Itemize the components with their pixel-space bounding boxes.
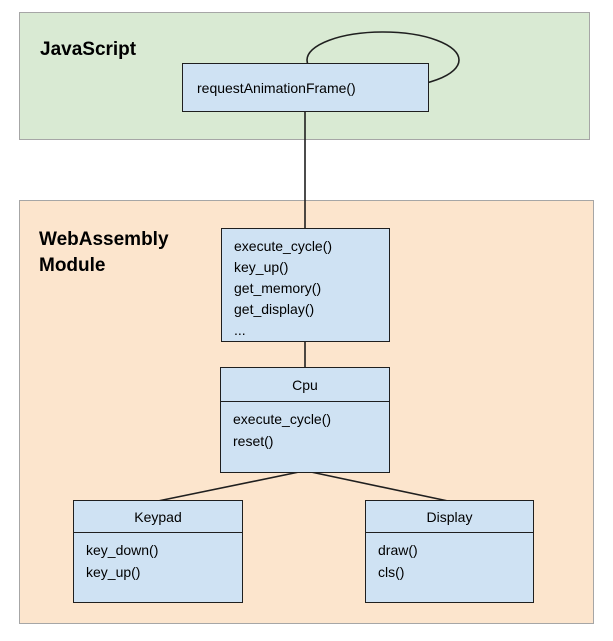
node-wasm-api: execute_cycle() key_up() get_memory() ge… [221, 228, 390, 342]
node-request-animation-frame: requestAnimationFrame() [182, 63, 429, 112]
node-display-title: Display [366, 501, 533, 533]
method-display-draw: draw() [378, 542, 418, 558]
node-display: Display draw() cls() [365, 500, 534, 603]
method-display-cls: cls() [378, 564, 405, 580]
section-wasm-module-label: WebAssembly Module [39, 229, 169, 276]
method-get-display: get_display() [234, 301, 315, 317]
method-keypad-key-up: key_up() [86, 564, 141, 580]
node-cpu: Cpu execute_cycle() reset() [220, 367, 390, 473]
node-cpu-body: execute_cycle() reset() [221, 402, 389, 458]
node-raf-label: requestAnimationFrame() [197, 79, 356, 96]
node-keypad: Keypad key_down() key_up() [73, 500, 243, 603]
section-javascript-label: JavaScript [40, 39, 137, 60]
node-cpu-title: Cpu [221, 368, 389, 402]
method-cpu-reset: reset() [233, 433, 274, 449]
node-display-body: draw() cls() [366, 533, 533, 589]
method-cpu-execute-cycle: execute_cycle() [233, 411, 332, 427]
method-ellipsis: ... [234, 322, 246, 338]
node-keypad-title: Keypad [74, 501, 242, 533]
method-keypad-key-down: key_down() [86, 542, 159, 558]
node-keypad-body: key_down() key_up() [74, 533, 242, 589]
method-key-up: key_up() [234, 259, 289, 275]
method-get-memory: get_memory() [234, 280, 322, 296]
method-execute-cycle: execute_cycle() [234, 238, 333, 254]
